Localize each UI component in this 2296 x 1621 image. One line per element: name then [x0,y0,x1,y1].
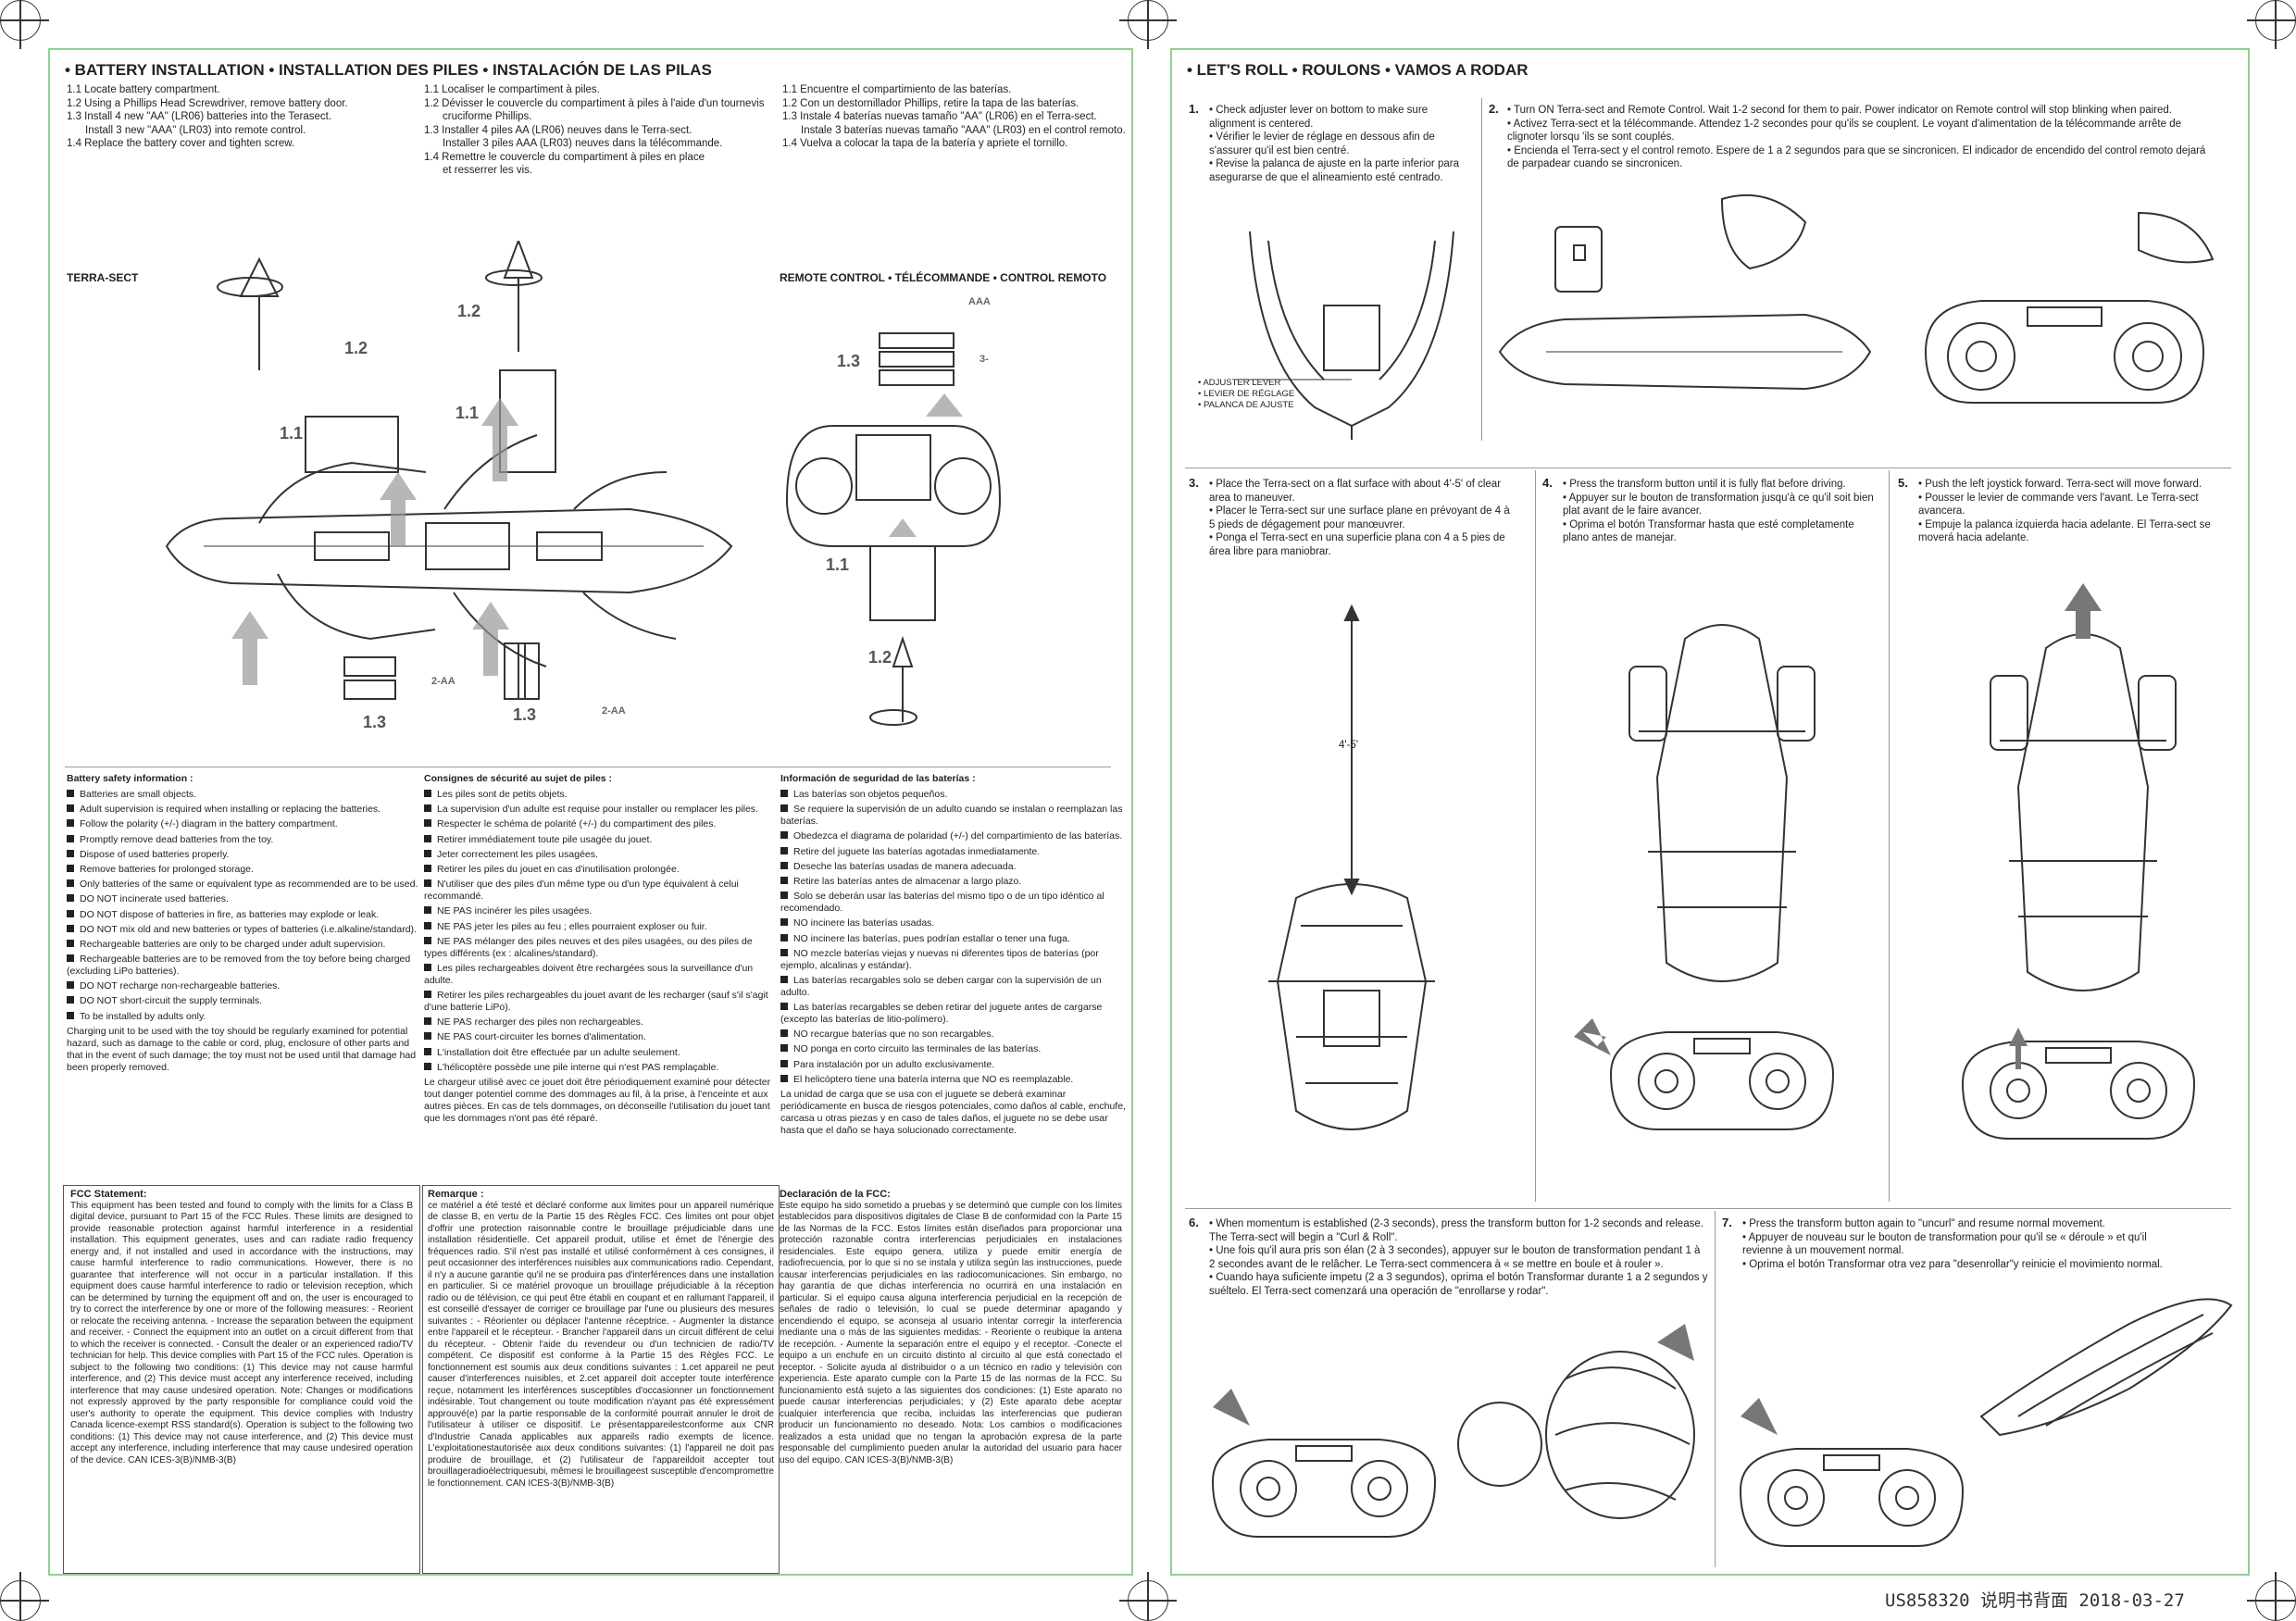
adjuster-lever-diagram [1236,231,1454,440]
right-panel [1170,48,2250,1576]
step-3-text: • Place the Terra-sect on a flat surface… [1209,479,1510,557]
step-7-text: • Press the transform button again to "u… [1742,1218,2163,1270]
remote-control-label: REMOTE CONTROL • TÉLÉCOMMANDE • CONTROL … [780,271,1107,284]
step-1-2-label: 1.2 [457,302,481,320]
es-steps: 1.1 Encuentre el compartimiento de las b… [782,84,1126,149]
registration-mark [1119,0,1177,49]
aa-label: 2-AA [602,705,626,717]
step-5-number: 5. [1898,476,1908,490]
fcc-statement-es: Declaración de la FCC: Este equipo ha si… [780,1189,1122,1465]
registration-mark [2247,0,2296,49]
divider [1715,1211,1716,1567]
uncurl-diagram [1739,1298,2233,1547]
battery-safety-es: Información de seguridad de las baterías… [780,773,1126,1136]
battery-safety-en: Battery safety information : Batteries a… [67,773,418,1073]
step-4-number: 4. [1542,476,1553,490]
fr-steps: 1.1 Localiser le compartiment à piles.1.… [424,84,765,176]
step-1-3-label: 1.3 [513,705,537,724]
remote-battery-diagram [785,332,1002,726]
step-4-text: • Press the transform button until it is… [1563,479,1874,543]
clearance-diagram [1268,604,1435,1130]
document-footer: US858320 说明书背面 2018-03-27 [1885,1590,2185,1611]
step-1-text: • Check adjuster lever on bottom to make… [1209,105,1459,183]
battery-installation-title: • BATTERY INSTALLATION • INSTALLATION DE… [65,61,712,79]
step-2-number: 2. [1489,102,1499,116]
aa-label: 2-AA [431,676,455,687]
adjuster-lever-label: • ADJUSTER LEVER• LEVIER DE RÉGLAGE• PAL… [1198,378,1295,410]
fcc-statement-fr: Remarque : ce matériel a été testé et dé… [428,1189,774,1489]
remote-step-1-2-label: 1.2 [868,648,892,667]
divider [1481,98,1482,441]
remote-step-1-1-label: 1.1 [826,555,850,574]
lets-roll-title: • LET'S ROLL • ROULONS • VAMOS A RODAR [1187,61,1529,79]
fcc-statement-en: FCC Statement: This equipment has been t… [70,1189,413,1465]
step-2-text: • Turn ON Terra-sect and Remote Control.… [1507,105,2206,169]
registration-mark [2247,1572,2296,1621]
clearance-distance-label: 4'-5' [1339,740,1359,751]
divider [1185,1208,2231,1209]
step-1-1-label: 1.1 [280,424,304,443]
left-panel [48,48,1133,1576]
step-3-number: 3. [1189,476,1199,490]
battery-safety-fr: Consignes de sécurité au sujet de piles … [424,773,771,1124]
transform-flat-diagram [1574,624,1835,1130]
fcc-box-en [63,1185,420,1574]
step-1-1-label: 1.1 [455,404,480,422]
aaa-label: AAA [968,296,991,307]
terra-sect-battery-diagram [165,241,733,700]
step-6-text: • When momentum is established (2-3 seco… [1209,1218,1708,1297]
drive-forward-diagram [1961,583,2196,1140]
registration-mark [0,0,49,49]
step-5-text: • Push the left joystick forward. Terra-… [1918,479,2211,543]
terra-sect-label: TERRA-SECT [67,271,139,284]
curl-and-roll-diagram [1211,1324,1695,1538]
remote-step-1-3-label: 1.3 [837,352,861,370]
step-6-number: 6. [1189,1216,1199,1229]
step-7-number: 7. [1722,1216,1732,1229]
divider [1889,470,1890,1202]
aaa-count-label: 3- [980,354,989,365]
divider [1535,470,1536,1202]
terra-sect-power-diagram [1498,193,2215,404]
en-steps: 1.1 Locate battery compartment.1.2 Using… [67,84,348,149]
fcc-box-fr [422,1185,780,1574]
step-1-number: 1. [1189,102,1199,116]
step-1-2-label: 1.2 [344,339,368,357]
step-1-3-label: 1.3 [363,713,387,731]
registration-mark [0,1572,49,1621]
registration-mark [1119,1572,1177,1621]
